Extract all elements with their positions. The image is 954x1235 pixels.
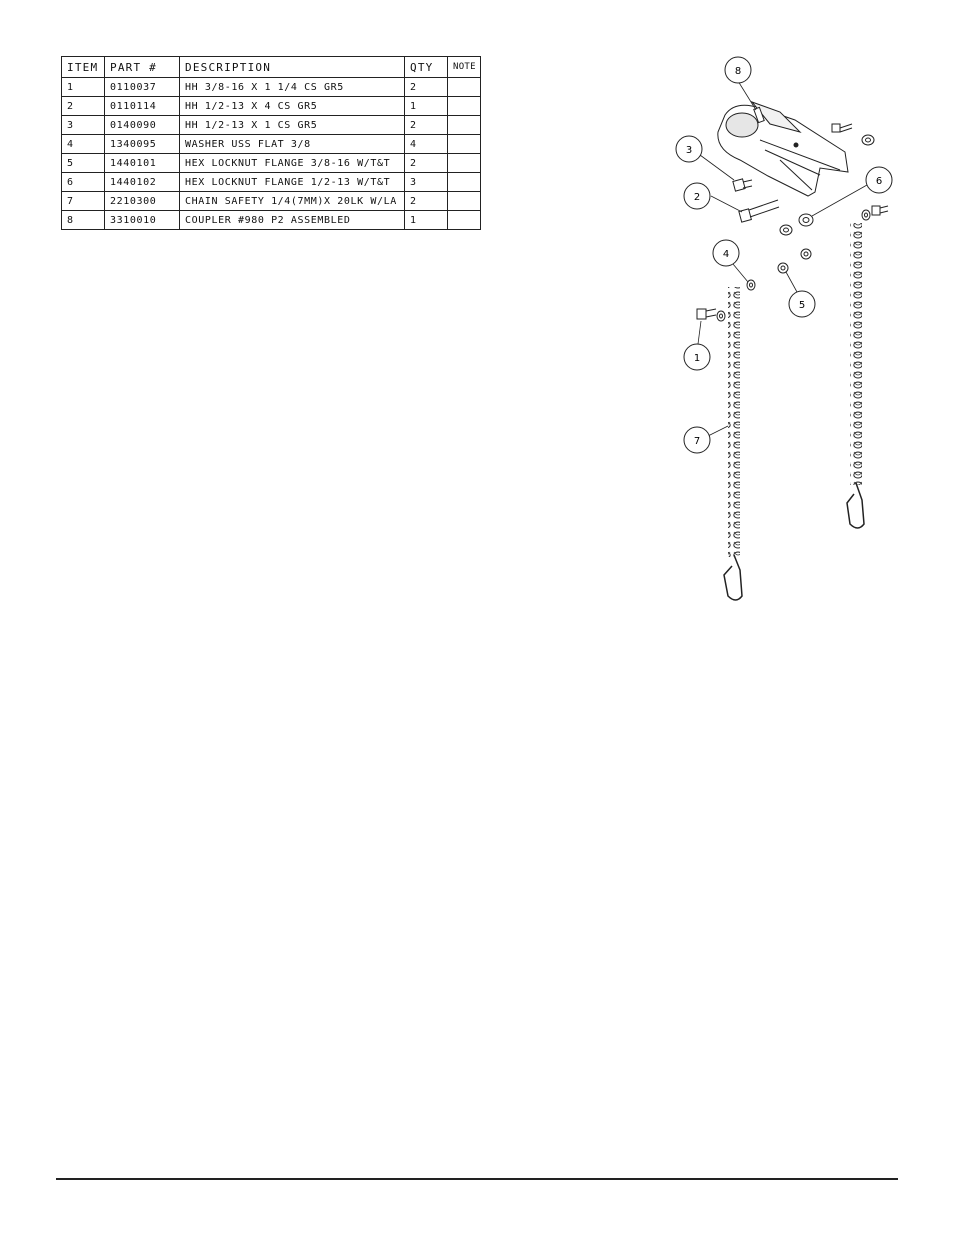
cell-part: 0110114 <box>104 96 180 116</box>
cell-note <box>447 115 481 135</box>
cell-description: COUPLER #980 P2 ASSEMBLED <box>179 210 405 230</box>
table-row: 1 0110037 HH 3/8-16 X 1 1/4 CS GR5 2 <box>61 77 481 97</box>
cell-item: 5 <box>61 153 105 173</box>
cell-description: WASHER USS FLAT 3/8 <box>179 134 405 154</box>
table-row: 7 2210300 CHAIN SAFETY 1/4(7MM)X 20LK W/… <box>61 191 481 211</box>
cell-description: HEX LOCKNUT FLANGE 1/2-13 W/T&T <box>179 172 405 192</box>
cell-qty: 4 <box>404 134 448 154</box>
cell-part: 0140090 <box>104 115 180 135</box>
cell-part: 3310010 <box>104 210 180 230</box>
cell-item: 1 <box>61 77 105 97</box>
callout-2: 2 <box>683 182 711 210</box>
cell-part: 2210300 <box>104 191 180 211</box>
table-row: 4 1340095 WASHER USS FLAT 3/8 4 <box>61 134 481 154</box>
washer-part <box>716 209 871 322</box>
table-row: 2 0110114 HH 1/2-13 X 4 CS GR5 1 <box>61 96 481 116</box>
svg-text:7: 7 <box>694 436 700 447</box>
bolt-part <box>732 178 753 192</box>
svg-text:3: 3 <box>686 145 692 156</box>
cell-note <box>447 191 481 211</box>
svg-text:2: 2 <box>694 192 700 203</box>
cell-note <box>447 134 481 154</box>
callout-5: 5 <box>788 290 816 318</box>
cell-part: 1440102 <box>104 172 180 192</box>
table-row: 5 1440101 HEX LOCKNUT FLANGE 3/8-16 W/T&… <box>61 153 481 173</box>
cell-description: HH 3/8-16 X 1 1/4 CS GR5 <box>179 77 405 97</box>
table-row: 3 0140090 HH 1/2-13 X 1 CS GR5 2 <box>61 115 481 135</box>
cell-item: 8 <box>61 210 105 230</box>
cell-note <box>447 172 481 192</box>
cell-part: 1340095 <box>104 134 180 154</box>
cell-item: 7 <box>61 191 105 211</box>
cell-note <box>447 210 481 230</box>
cell-note <box>447 77 481 97</box>
table-row: 6 1440102 HEX LOCKNUT FLANGE 1/2-13 W/T&… <box>61 172 481 192</box>
exploded-assembly-drawing: 8 3 2 6 4 5 1 7 <box>675 56 893 601</box>
header-item: ITEM <box>61 56 105 78</box>
header-part-number: PART # <box>104 56 180 78</box>
safety-chain-right <box>846 223 865 529</box>
cell-item: 3 <box>61 115 105 135</box>
cell-description: HEX LOCKNUT FLANGE 3/8-16 W/T&T <box>179 153 405 173</box>
cell-qty: 2 <box>404 191 448 211</box>
bolt-part <box>696 205 889 320</box>
parts-list-table: ITEM PART # DESCRIPTION QTY NOTE 1 01100… <box>61 56 481 230</box>
callout-4: 4 <box>712 239 740 267</box>
cell-description: HH 1/2-13 X 1 CS GR5 <box>179 115 405 135</box>
nut-part <box>861 134 875 146</box>
svg-text:8: 8 <box>735 66 741 77</box>
cell-part: 0110037 <box>104 77 180 97</box>
cell-qty: 2 <box>404 115 448 135</box>
cell-description: HH 1/2-13 X 4 CS GR5 <box>179 96 405 116</box>
cell-qty: 1 <box>404 210 448 230</box>
cell-qty: 2 <box>404 77 448 97</box>
callout-7: 7 <box>683 426 711 454</box>
cell-qty: 3 <box>404 172 448 192</box>
cell-qty: 1 <box>404 96 448 116</box>
long-bolt-part <box>738 199 780 223</box>
flange-nut-part <box>777 213 814 274</box>
safety-chain-left <box>723 287 743 601</box>
header-note: NOTE <box>447 56 481 78</box>
cell-note <box>447 153 481 173</box>
svg-text:5: 5 <box>799 300 805 311</box>
footer-rule <box>56 1178 898 1180</box>
table-header-row: ITEM PART # DESCRIPTION QTY NOTE <box>61 56 481 78</box>
cell-description: CHAIN SAFETY 1/4(7MM)X 20LK W/LA <box>179 191 405 211</box>
callout-6: 6 <box>865 166 893 194</box>
callout-3: 3 <box>675 135 703 163</box>
svg-text:4: 4 <box>723 249 729 260</box>
leader-lines <box>697 80 868 437</box>
svg-text:1: 1 <box>694 353 700 364</box>
cell-part: 1440101 <box>104 153 180 173</box>
cell-item: 2 <box>61 96 105 116</box>
coupler-part <box>717 100 849 197</box>
cell-note <box>447 96 481 116</box>
cell-qty: 2 <box>404 153 448 173</box>
callout-1: 1 <box>683 343 711 371</box>
table-row: 8 3310010 COUPLER #980 P2 ASSEMBLED 1 <box>61 210 481 230</box>
cell-item: 6 <box>61 172 105 192</box>
header-qty: QTY <box>404 56 448 78</box>
header-description: DESCRIPTION <box>179 56 405 78</box>
cell-item: 4 <box>61 134 105 154</box>
svg-text:6: 6 <box>876 176 882 187</box>
bolt-part <box>831 123 853 133</box>
callout-8: 8 <box>724 56 752 84</box>
